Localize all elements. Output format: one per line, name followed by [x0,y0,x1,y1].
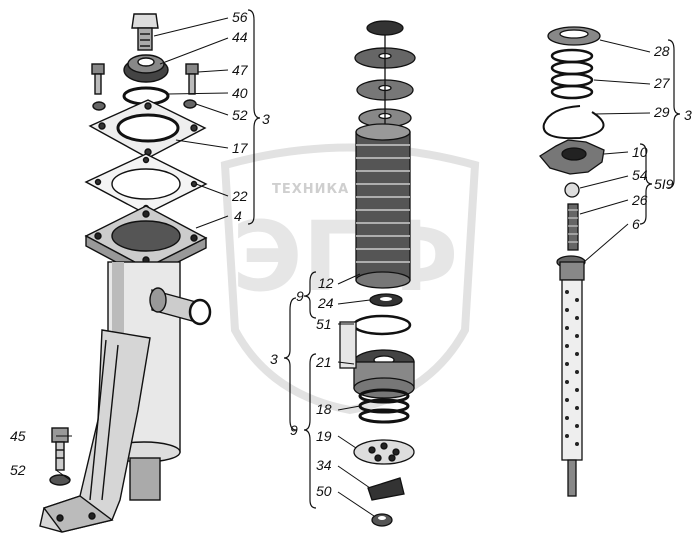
label-4: 4 [234,208,242,224]
diaphragm-stack-top [354,20,416,140]
label-56: 56 [232,9,248,25]
label-34: 34 [316,457,332,473]
part-4-housing-flange [84,205,208,279]
label-29: 29 [653,104,670,120]
label-group-3-left: 3 [262,111,270,127]
part-22-gasket [84,153,208,215]
watermark-logo-text: ЭГФ [232,201,459,313]
watermark-shield [220,143,480,415]
part-labels: 56 44 47 40 52 3 17 22 4 45 52 12 24 9 5… [10,9,692,499]
watermark: ТЕХНИКА С СИ ЭГФ [220,143,480,415]
part-29-retaining-ring [542,105,605,140]
label-52-bottom: 52 [10,462,26,478]
label-54: 54 [632,167,648,183]
part-52-lower-washer [49,474,71,486]
part-28-cap [547,26,601,46]
label-group-519: 5I9 [654,176,674,192]
label-group-3-middle: 3 [270,351,278,367]
group-braces [247,9,681,509]
label-6: 6 [632,216,640,232]
right-assembly [539,26,605,497]
label-44: 44 [232,29,248,45]
part-56-bolt [131,13,159,51]
label-18: 18 [316,401,332,417]
label-22: 22 [231,188,248,204]
label-17: 17 [232,140,249,156]
part-50-nut [371,513,393,527]
part-10-star-plate [539,139,605,175]
part-47-bolts [91,63,199,95]
label-40: 40 [232,85,248,101]
leader-lines [55,17,651,517]
label-19: 19 [316,428,332,444]
part-52-washers [92,99,197,111]
part-21-valve-body [339,321,415,399]
label-51: 51 [316,316,332,332]
label-group-9-bottom: 9 [290,422,298,438]
part-44-nut [123,54,169,83]
part-26-spring [567,203,579,251]
label-21: 21 [315,354,332,370]
support-bracket [39,329,151,533]
part-27-spring [550,48,594,100]
part-51-oring [352,314,412,336]
label-50: 50 [316,483,332,499]
label-45: 45 [10,428,26,444]
label-26: 26 [631,192,648,208]
part-45-bolt [51,427,69,471]
label-28: 28 [653,43,670,59]
part-19-disc [353,439,415,465]
part-flange-plate-top [88,99,207,159]
label-group-9-top: 9 [296,288,304,304]
label-24: 24 [317,295,334,311]
side-nozzle [149,287,212,326]
middle-assembly [339,20,416,527]
label-10: 10 [632,144,648,160]
label-12: 12 [318,275,334,291]
label-27: 27 [653,75,671,91]
label-47: 47 [232,62,249,78]
left-assembly [39,13,212,533]
part-34-clip [367,477,405,501]
label-52-top: 52 [232,107,248,123]
part-12-bellows [355,123,411,289]
part-54-ball [564,182,580,198]
part-6-perforated-tube [556,255,586,497]
label-group-3-right: 3 [684,107,692,123]
